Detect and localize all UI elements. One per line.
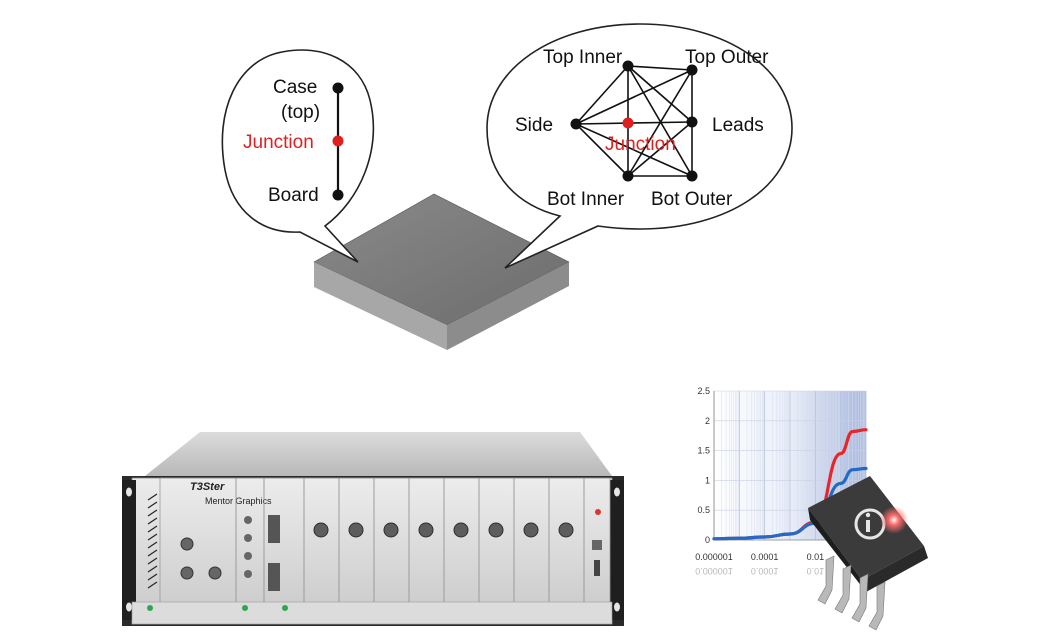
x-tick-label: 0.000001: [695, 552, 733, 562]
y-tick-label: 1: [705, 475, 710, 485]
package-network-edges: [575, 65, 693, 177]
x-tick-labels: 0.000001 0.0001 0.01: [695, 552, 824, 562]
chip-package: [808, 476, 928, 631]
case-model-bubble: Case (top) Junction Board: [221, 49, 375, 263]
vent-slots: [147, 493, 158, 589]
brand-label: T3Ster: [190, 481, 225, 493]
y-tick-labels: 0 0.5 1 1.5 2 2.5: [697, 386, 710, 545]
case-top-label: (top): [281, 102, 320, 123]
leads-node: [686, 116, 698, 128]
top-outer-label: Top Outer: [685, 47, 769, 68]
bot-inner-label: Bot Inner: [547, 189, 625, 210]
vendor-label: Mentor Graphics: [205, 496, 272, 506]
series-line-2: [712, 466, 868, 541]
junction-node-3d: [622, 117, 634, 129]
package-block: [313, 193, 570, 350]
x-tick-label-reflection: 0.000001: [695, 566, 733, 576]
y-tick-label: 2: [705, 416, 710, 426]
x-tick-label: 0.01: [807, 552, 825, 562]
bot-outer-node: [686, 170, 698, 182]
y-tick-label: 0: [705, 535, 710, 545]
top-outer-node: [686, 64, 698, 76]
x-tick-label-reflection: 0.01: [807, 566, 825, 576]
package-model-bubble: Top Inner Top Outer Side Junction Leads …: [486, 23, 793, 269]
case-label: Case: [273, 77, 317, 98]
y-tick-label: 2.5: [697, 386, 710, 396]
x-tick-label-reflection: 0.0001: [751, 566, 779, 576]
case-node: [332, 82, 344, 94]
side-node: [570, 118, 582, 130]
junction-node: [332, 135, 344, 147]
board-node: [332, 189, 344, 201]
y-tick-label: 0.5: [697, 505, 710, 515]
t3ster-rack: T3Ster Mentor Graphics: [122, 432, 624, 626]
board-label: Board: [268, 185, 319, 206]
junction-label-3d: Junction: [605, 134, 676, 155]
y-tick-label: 1.5: [697, 446, 710, 456]
x-tick-labels-reflection: 0.000001 0.0001 0.01: [695, 566, 824, 576]
leads-label: Leads: [712, 115, 764, 136]
channel-connectors: [313, 522, 574, 538]
bot-inner-node: [622, 170, 634, 182]
chip-glow: [880, 506, 908, 534]
side-label: Side: [515, 115, 553, 136]
chart-series: [712, 428, 868, 541]
chip-leads: [817, 555, 886, 631]
junction-label: Junction: [243, 132, 314, 153]
top-inner-label: Top Inner: [543, 47, 623, 68]
x-tick-label: 0.0001: [751, 552, 779, 562]
bot-outer-label: Bot Outer: [651, 189, 733, 210]
top-inner-node: [622, 60, 634, 72]
